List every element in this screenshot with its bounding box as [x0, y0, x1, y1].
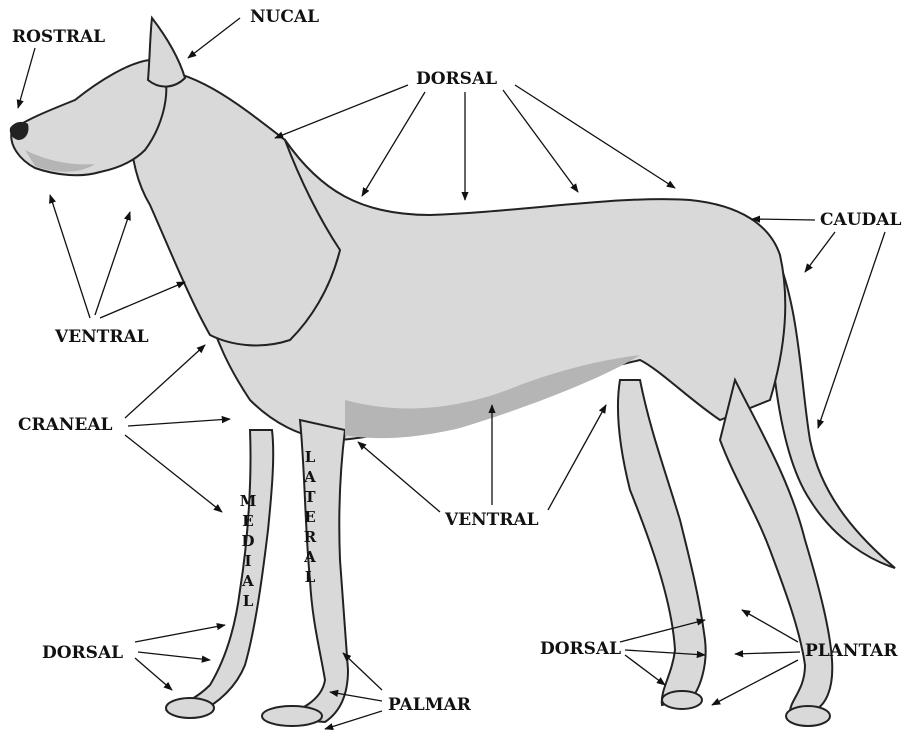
dog-near-hind-leg [720, 380, 832, 712]
label-craneal: CRANEAL [18, 415, 113, 435]
label-dorsal-top: DORSAL [416, 69, 497, 89]
label-dorsal-front-paw: DORSAL [42, 643, 123, 663]
label-rostral: ROSTRAL [12, 27, 105, 47]
dog-paw-front-far [166, 698, 214, 718]
dog-paw-hind-far [662, 691, 702, 709]
dog-paw-hind-near [786, 706, 830, 726]
label-nucal: NUCAL [250, 7, 319, 27]
dog-ear [148, 18, 185, 87]
dog-illustration [10, 18, 895, 726]
label-ventral-left: VENTRAL [54, 327, 149, 347]
dog-far-hind-leg [618, 380, 706, 705]
label-palmar: PALMAR [388, 695, 472, 715]
dog-paw-front-near [262, 706, 322, 726]
dog-far-front-leg [168, 430, 273, 715]
label-plantar: PLANTAR [805, 641, 898, 661]
label-lateral-vertical: LATERAL [301, 448, 319, 588]
label-dorsal-hind-paw: DORSAL [540, 639, 621, 659]
label-caudal: CAUDAL [820, 210, 901, 230]
label-medial-vertical: MEDIAL [239, 492, 257, 612]
label-ventral-bottom: VENTRAL [444, 510, 539, 530]
